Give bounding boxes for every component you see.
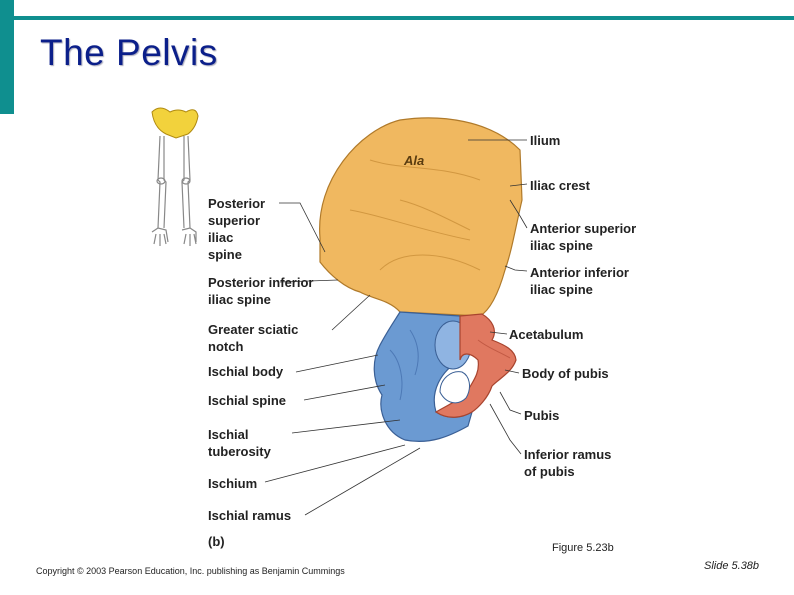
label-line: Iliac crest <box>530 178 590 193</box>
label-body-of-pubis: Body of pubis <box>522 365 609 382</box>
label-greater-sciatic-notch: Greater sciatic notch <box>208 321 298 355</box>
label-inferior-ramus-of-pubis: Inferior ramus of pubis <box>524 446 611 480</box>
top-accent-bar <box>14 16 794 20</box>
panel-label: (b) <box>208 534 225 549</box>
label-acetabulum: Acetabulum <box>509 326 583 343</box>
label-posterior-inferior-iliac-spine: Posterior inferior iliac spine <box>208 274 313 308</box>
ilium-region <box>319 117 523 317</box>
label-line: iliac spine <box>530 238 593 253</box>
side-accent-bar <box>0 0 14 114</box>
label-line: Posterior inferior <box>208 275 314 290</box>
label-line: Anterior superior <box>530 221 637 236</box>
label-anterior-superior-iliac-spine: Anterior superior iliac spine <box>530 220 636 254</box>
label-line: iliac <box>208 230 234 245</box>
label-line: Pubis <box>524 408 560 423</box>
copyright-notice: Copyright © 2003 Pearson Education, Inc.… <box>36 566 345 576</box>
label-posterior-superior-iliac-spine: Posterior superior iliac spine <box>208 195 265 263</box>
label-line: Acetabulum <box>509 327 584 342</box>
label-anterior-inferior-iliac-spine: Anterior inferior iliac spine <box>530 264 629 298</box>
label-ischial-tuberosity: Ischial tuberosity <box>208 426 271 460</box>
label-line: superior <box>208 213 261 228</box>
label-iliac-crest: Iliac crest <box>530 177 590 194</box>
label-line: notch <box>208 339 244 354</box>
label-line: Ischial <box>208 427 249 442</box>
label-line: of pubis <box>524 464 575 479</box>
label-line: Ischial body <box>208 364 284 379</box>
label-line: Inferior ramus <box>524 447 612 462</box>
label-line: Ischium <box>208 476 258 491</box>
slide-number: Slide 5.38b <box>704 560 760 572</box>
label-line: tuberosity <box>208 444 271 459</box>
figure-caption: Figure 5.23b <box>552 542 614 554</box>
pubis-region <box>434 313 517 418</box>
ala-label: Ala <box>404 153 425 168</box>
skeleton-thumbnail <box>151 107 199 246</box>
label-line: Ischial spine <box>208 393 287 408</box>
label-ischium: Ischium <box>208 475 257 492</box>
label-line: Body of pubis <box>522 366 609 381</box>
slide-title: The Pelvis <box>40 32 218 73</box>
label-ischial-ramus: Ischial ramus <box>208 507 291 524</box>
label-line: Anterior inferior <box>530 265 629 280</box>
label-ilium: Ilium <box>530 132 560 149</box>
label-line: Posterior <box>208 196 266 211</box>
label-line: Ischial ramus <box>208 508 292 523</box>
label-ischial-body: Ischial body <box>208 363 283 380</box>
label-line: iliac spine <box>208 292 271 307</box>
label-line: iliac spine <box>530 282 593 297</box>
label-line: Ilium <box>530 133 561 148</box>
label-line: spine <box>208 247 242 262</box>
label-ischial-spine: Ischial spine <box>208 392 286 409</box>
label-line: Greater sciatic <box>208 322 299 337</box>
label-pubis: Pubis <box>524 407 559 424</box>
